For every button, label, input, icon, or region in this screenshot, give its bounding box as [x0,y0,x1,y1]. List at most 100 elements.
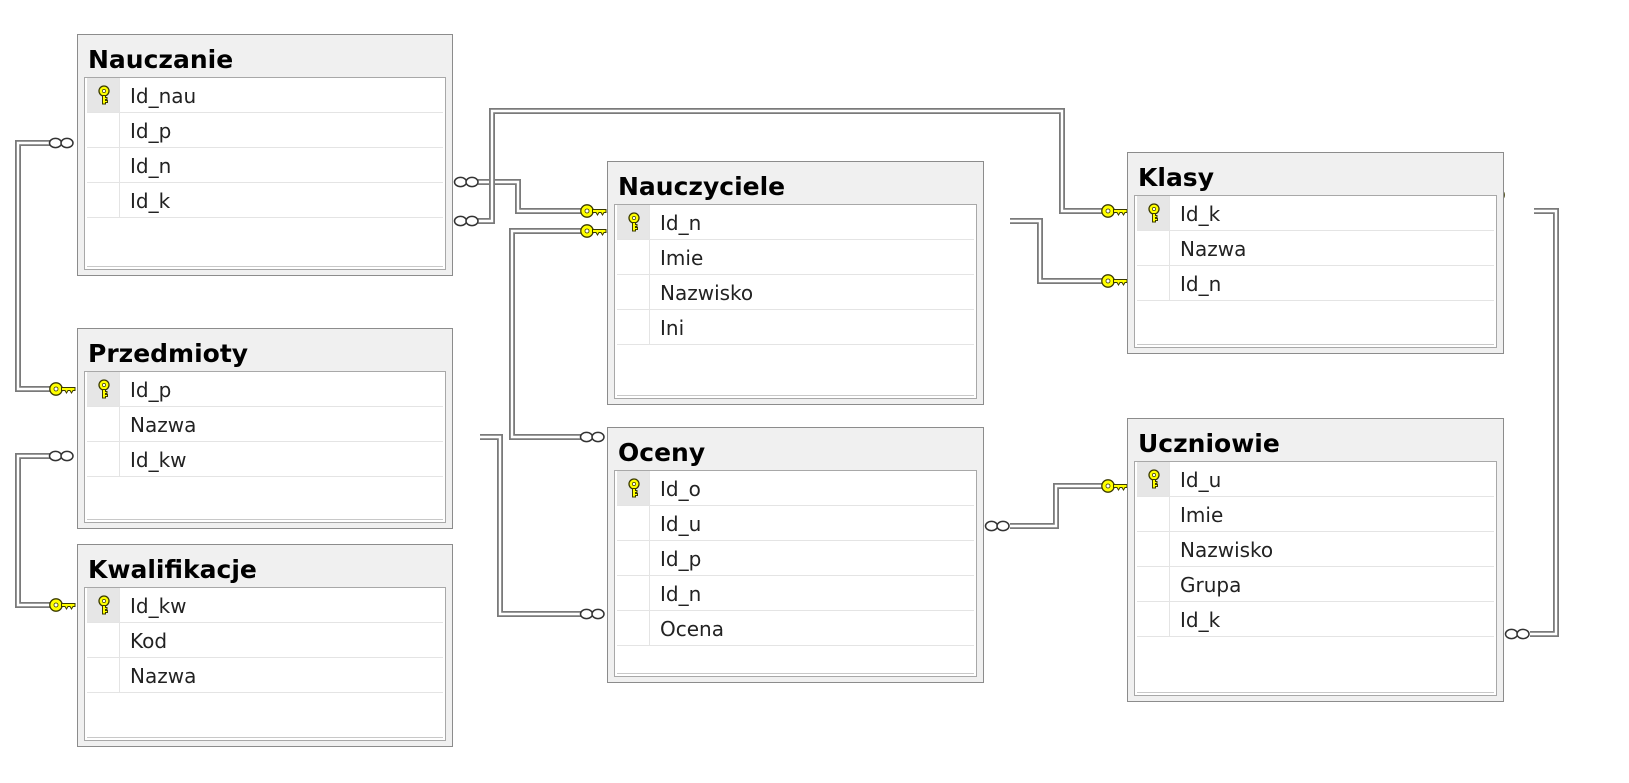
row-selector[interactable] [87,78,120,112]
table-title: Uczniowie [1138,429,1280,458]
relation-oceny-przedmioty [425,414,605,620]
column-row[interactable]: Id_n [1137,266,1494,301]
key-end-icon [49,382,76,396]
many-end-icon [48,450,74,462]
row-selector[interactable] [1137,602,1170,636]
column-row[interactable]: Id_kw [87,588,443,623]
row-selector[interactable] [87,623,120,657]
column-row[interactable]: Nazwisko [1137,532,1494,567]
column-row[interactable]: Id_n [617,205,974,240]
column-row[interactable]: Imie [617,240,974,275]
column-row[interactable]: Id_k [1137,602,1494,637]
many-end-icon [453,176,479,188]
column-row[interactable]: Nazwa [87,407,443,442]
row-selector[interactable] [1137,231,1170,265]
row-selector[interactable] [617,275,650,309]
column-row[interactable]: Id_o [617,471,974,506]
column-row[interactable]: Id_u [617,506,974,541]
column-row[interactable]: Nazwa [1137,231,1494,266]
row-selector[interactable] [617,611,650,645]
column-row[interactable]: Kod [87,623,443,658]
column-name: Id_kw [130,448,187,472]
row-selector[interactable] [1137,266,1170,300]
column-row[interactable]: Nazwa [87,658,443,693]
column-row[interactable]: Id_k [1137,196,1494,231]
column-name: Id_n [660,582,702,606]
row-selector[interactable] [87,113,120,147]
column-name: Nazwa [1180,237,1247,261]
column-row[interactable]: Id_p [87,113,443,148]
many-end-icon [984,520,1010,532]
column-name: Nazwa [130,413,197,437]
row-selector[interactable] [87,183,120,217]
row-selector[interactable] [87,588,120,622]
column-row[interactable]: Ini [617,310,974,345]
many-end-icon [453,215,479,227]
key-end-icon [49,598,76,612]
row-selector[interactable] [617,310,650,344]
relation-oceny-uczniowie [984,479,1128,532]
column-row[interactable]: Imie [1137,497,1494,532]
column-row[interactable]: Id_p [87,372,443,407]
column-row[interactable]: Id_kw [87,442,443,477]
column-name: Id_u [660,512,702,536]
primary-key-icon [98,85,110,105]
key-end-icon [580,204,607,218]
table-title: Przedmioty [88,339,249,368]
column-name: Id_o [660,477,701,501]
row-selector[interactable] [617,240,650,274]
many-end-icon [48,137,74,149]
relation-nauczanie-przedmioty [15,137,76,396]
key-end-icon [1101,274,1128,288]
row-selector[interactable] [87,148,120,182]
column-row[interactable]: Id_n [617,576,974,611]
column-name: Imie [660,246,704,270]
row-selector[interactable] [1137,196,1170,230]
column-row[interactable]: Id_n [87,148,443,183]
row-selector[interactable] [1137,532,1170,566]
relation-nauczanie-nauczyciele [453,176,607,218]
row-selector[interactable] [617,541,650,575]
row-selector[interactable] [87,407,120,441]
column-row[interactable]: Ocena [617,611,974,646]
column-row[interactable]: Grupa [1137,567,1494,602]
many-end-icon [1504,628,1530,640]
column-row[interactable]: Id_p [617,541,974,576]
table-title: Nauczanie [88,45,234,74]
column-name: Kod [130,629,168,653]
column-name: Nazwa [130,664,197,688]
column-name: Id_n [660,211,702,235]
row-selector[interactable] [1137,462,1170,496]
row-selector[interactable] [617,471,650,505]
row-selector[interactable] [87,658,120,692]
column-name: Nazwisko [1180,538,1274,562]
row-selector[interactable] [1137,497,1170,531]
many-end-icon [579,608,605,620]
row-selector[interactable] [87,442,120,476]
column-row[interactable]: Id_u [1137,462,1494,497]
table-title: Oceny [618,438,706,467]
relation-uczniowie-klasy [1478,188,1559,640]
row-selector[interactable] [1137,567,1170,601]
row-selector[interactable] [617,506,650,540]
row-selector[interactable] [617,205,650,239]
row-selector[interactable] [87,372,120,406]
column-row[interactable]: Nazwisko [617,275,974,310]
relation-nauczanie-klasy [453,108,1128,227]
column-row[interactable]: Id_nau [87,78,443,113]
column-name: Id_n [130,154,172,178]
column-row[interactable]: Id_k [87,183,443,218]
primary-key-icon [628,478,640,498]
row-selector[interactable] [617,576,650,610]
